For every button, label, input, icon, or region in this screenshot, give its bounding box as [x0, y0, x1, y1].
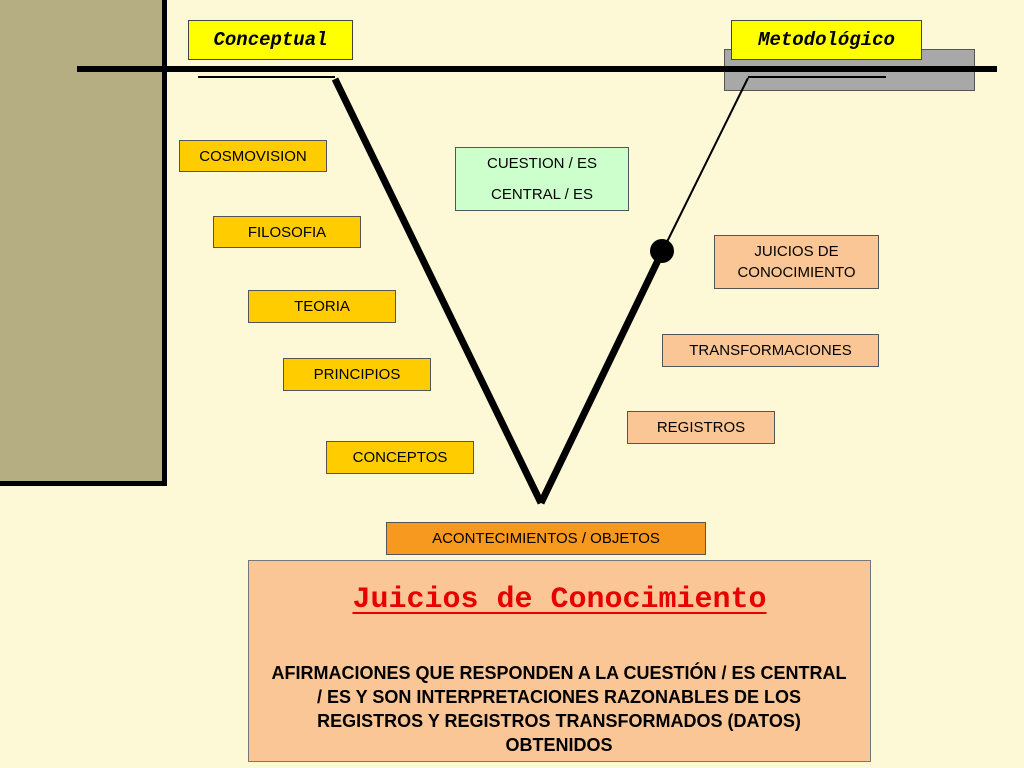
transformaciones-box: TRANSFORMACIONES — [662, 334, 879, 367]
cosmovision-box: COSMOVISION — [179, 140, 327, 172]
central-question-box: CUESTION / ES CENTRAL / ES — [455, 147, 629, 211]
juicios-box: JUICIOS DE CONOCIMIENTO — [714, 235, 879, 289]
definition-panel: Juicios de Conocimiento AFIRMACIONES QUE… — [248, 560, 871, 762]
central-question-line1: CUESTION / ES — [486, 155, 598, 172]
filosofia-box: FILOSOFIA — [213, 216, 361, 248]
definition-title: Juicios de Conocimiento — [352, 583, 767, 617]
horizontal-bar — [77, 66, 997, 72]
metodologico-label: Metodológico — [731, 20, 922, 60]
juicios-line1: JUICIOS DE — [754, 243, 839, 260]
conceptos-box: CONCEPTOS — [326, 441, 474, 474]
central-question-line2: CENTRAL / ES — [491, 186, 593, 203]
conceptual-label: Conceptual — [188, 20, 353, 60]
juicios-line2: CONOCIMIENTO — [737, 264, 856, 281]
v-junction-dot — [650, 239, 674, 263]
definition-body: AFIRMACIONES QUE RESPONDEN A LA CUESTIÓN… — [271, 663, 847, 755]
teoria-box: TEORIA — [248, 290, 396, 323]
v-right-arm-upper — [661, 77, 749, 253]
side-panel — [0, 0, 167, 486]
acontecimientos-box: ACONTECIMIENTOS / OBJETOS — [386, 522, 706, 555]
v-right-arm-lower — [537, 250, 666, 505]
registros-box: REGISTROS — [627, 411, 775, 444]
principios-box: PRINCIPIOS — [283, 358, 431, 391]
v-left-arm — [331, 77, 545, 505]
